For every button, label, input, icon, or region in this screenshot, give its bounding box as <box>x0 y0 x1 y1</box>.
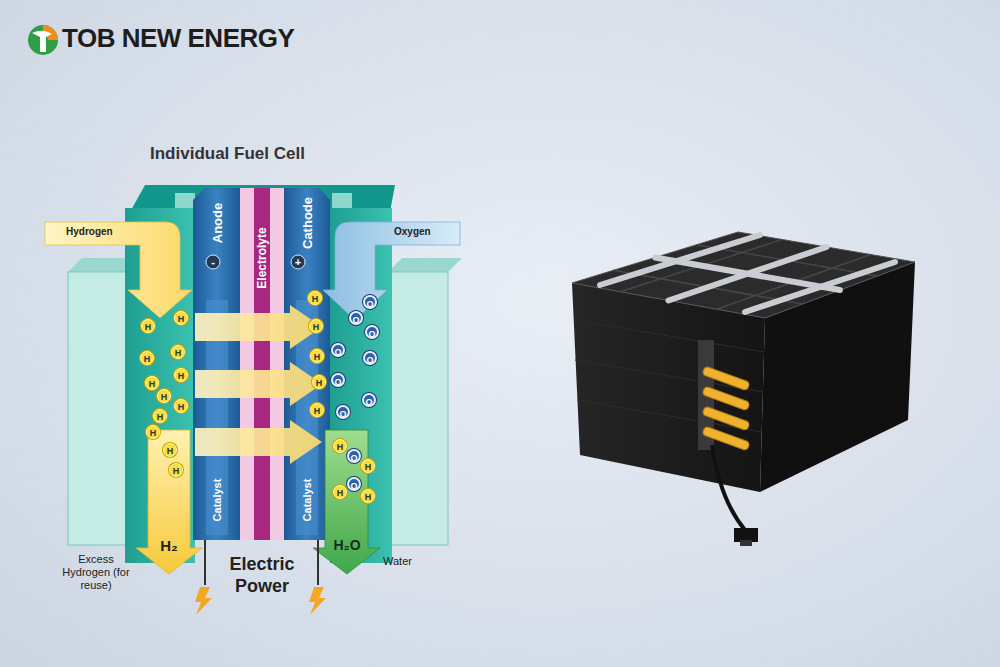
fuel-cell-stack-part <box>614 240 878 310</box>
hydrogen-ion: H <box>312 375 326 389</box>
catalyst-label: Catalyst <box>211 479 223 522</box>
plate-name: Cathode <box>300 197 315 249</box>
water-molecule-atom: H <box>333 439 347 453</box>
terminal-sign: - <box>206 255 221 270</box>
hydrogen-atom: H <box>163 443 177 457</box>
gas-arrow <box>45 222 460 320</box>
electrode-plate-part <box>193 188 240 540</box>
lightning-bolt-part <box>309 587 326 615</box>
hydrogen-ion: H <box>310 349 324 363</box>
wire-part <box>317 540 319 585</box>
outflow-label: Excess Hydrogen (for reuse) <box>60 553 132 592</box>
outflow-label: Water <box>383 555 412 567</box>
oxygen-atom: O <box>363 351 377 365</box>
electrolyte-band-part <box>254 188 270 540</box>
oxygen-atom: O <box>331 373 345 387</box>
hydrogen-atom: H <box>169 463 183 477</box>
gas-arrow-part <box>323 222 460 320</box>
hydrogen-atom: H <box>145 376 159 390</box>
proton-arrow-part <box>195 305 322 349</box>
logo-mark-part <box>28 25 58 55</box>
water-molecule-atom: H <box>333 485 347 499</box>
hydrogen-ion: H <box>309 319 323 333</box>
fuel-cell-stack-part <box>600 235 895 312</box>
electrolyte-band: Electrolyte <box>242 188 282 540</box>
fuel-cell-stack-part <box>702 366 750 451</box>
hydrogen-atom: H <box>146 425 160 439</box>
fuel-cell-stack-part <box>574 320 764 432</box>
hydrogen-atom: H <box>153 409 167 423</box>
plate-name: Electrolyte <box>255 227 269 288</box>
fuel-cell-stack-part-part <box>574 320 764 352</box>
hydrogen-atom: H <box>140 351 154 365</box>
gas-arrow-part <box>45 222 192 318</box>
gas-label: Hydrogen <box>66 226 113 237</box>
water-molecule-atom: O <box>347 477 361 491</box>
diagram-title: Individual Fuel Cell <box>150 144 305 164</box>
oxygen-atom: O <box>362 393 376 407</box>
fuel-cell-stack-part-part <box>655 258 840 291</box>
hydrogen-atom: H <box>157 389 171 403</box>
outer-plate-part <box>388 272 448 545</box>
hydrogen-atom: H <box>171 345 185 359</box>
fuel-cell-stack-part-part <box>600 235 760 285</box>
electrolyte-band <box>240 188 284 540</box>
outflow-arrow-part <box>313 430 380 574</box>
oxygen-atom: O <box>363 295 377 309</box>
logo-mark-part <box>32 31 52 52</box>
fuel-cell-stack-part <box>572 232 915 318</box>
hydrogen-ion: H <box>310 403 324 417</box>
power-label: Electric Power <box>219 553 305 597</box>
gas-label: Oxygen <box>394 226 431 237</box>
hydrogen-atom: H <box>174 368 188 382</box>
hydrogen-atom: H <box>174 311 188 325</box>
oxygen-atom: O <box>365 325 379 339</box>
oxygen-atom: O <box>336 405 350 419</box>
outflow-arrow-part <box>136 430 202 574</box>
formula-label: H₂O <box>333 537 360 553</box>
electrolyte-band-part <box>240 188 284 540</box>
water-molecule-atom: O <box>347 449 361 463</box>
proton-arrow-part <box>195 420 322 464</box>
brand-name: TOB NEW ENERGY <box>62 23 294 54</box>
outer-plate-part <box>388 258 462 272</box>
electrode-plate <box>193 188 330 540</box>
water-molecule-atom: H <box>361 489 375 503</box>
fuel-cell-stack <box>572 232 915 546</box>
formula-label: H₂ <box>160 537 178 554</box>
oxygen-atom: O <box>349 311 363 325</box>
plate-name: Anode <box>209 203 224 243</box>
proton-arrow-part <box>195 362 322 406</box>
outflow-arrow <box>136 430 380 574</box>
outer-plate-part <box>68 272 128 545</box>
water-molecule-atom: H <box>361 459 375 473</box>
catalyst-label: Catalyst <box>301 479 313 522</box>
wire-part <box>204 540 206 585</box>
hydrogen-atom: H <box>141 319 155 333</box>
hydrogen-ion: H <box>308 291 322 305</box>
fuel-cell-stack-part <box>572 283 765 492</box>
terminal-sign: + <box>291 255 306 270</box>
fuel-cell-stack-part <box>740 540 752 546</box>
fuel-cell-stack-part-part <box>575 360 763 392</box>
hydrogen-atom: H <box>174 399 188 413</box>
proton-arrow <box>195 305 322 464</box>
lightning-bolt-part <box>195 587 212 615</box>
logo-mark <box>28 25 58 55</box>
oxygen-atom: O <box>331 343 345 357</box>
fuel-cell-stack-part <box>712 445 745 530</box>
fuel-cell-stack-part-part <box>702 426 750 451</box>
fuel-cell-stack-part <box>734 528 758 542</box>
cathode-plate: CathodeCatalyst <box>284 188 330 540</box>
fuel-cell-stack-part-part <box>745 262 895 312</box>
anode-plate: AnodeCatalyst <box>193 188 240 540</box>
fuel-cell-stack-part-part <box>655 258 840 291</box>
